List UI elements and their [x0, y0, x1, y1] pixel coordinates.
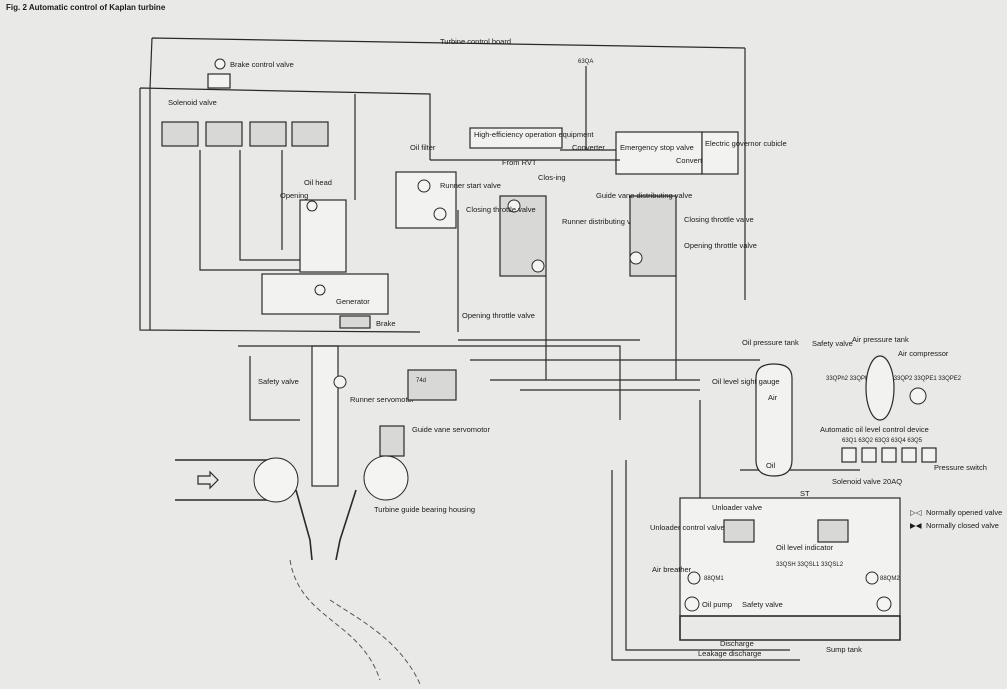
solenoid-valve-row: Solenoid valve [139, 87, 431, 333]
turbine-control-board: Turbine control board [149, 37, 746, 300]
legend-normally-closed: Normally closed valve [926, 521, 999, 530]
air-pressure-tank: Air pressure tank Air compressor [852, 335, 949, 421]
leakage-discharge-label: Leakage discharge [698, 649, 761, 658]
runner-distributing-label: Runner distributing valve [562, 217, 645, 226]
oil-level-sight-gauge-label: Oil level sight gauge [712, 377, 780, 386]
closing-throttle-right-label: Closing throttle valve [684, 215, 754, 224]
guide-vane-distributing-valve: Guide vane distributing valve Closing th… [596, 191, 757, 277]
emergency-stop-group: Emergency stop valve Converter Electric … [615, 131, 787, 175]
generator: Generator Brake [261, 273, 396, 329]
m1-label: 88QM1 [704, 576, 724, 582]
opening-throttle-right-label: Opening throttle valve [684, 241, 757, 250]
solenoid-valve-20aq-label: Solenoid valve 20AQ [832, 477, 902, 486]
code-74d-label: 74d [416, 378, 426, 384]
brake-label: Brake [376, 319, 396, 328]
air-breather-label: Air breather [652, 565, 692, 574]
legend-normally-closed-mark: ▶◀ [910, 521, 923, 530]
pipe-network [149, 88, 860, 661]
oil-level-codes-label: 33QSH 33QSL1 33QSL2 [776, 562, 844, 568]
runner-start-valve-label: Runner start valve [440, 181, 501, 190]
valve-legend: ▷◁ Normally opened valve ▶◀ Normally clo… [910, 508, 1002, 530]
st-label: ST [800, 489, 810, 498]
legend-normally-open-mark: ▷◁ [910, 508, 923, 517]
air-compressor-label: Air compressor [898, 349, 949, 358]
runner-distributing-valve: Closing throttle valve Runner distributi… [466, 195, 645, 277]
m2-label: 88QM2 [880, 576, 900, 582]
solenoid-valve-label: Solenoid valve [168, 98, 217, 107]
closing-label: Clos-ing [538, 173, 566, 182]
high-efficiency-equipment: High-efficiency operation equipment Conv… [440, 127, 605, 190]
generator-label: Generator [336, 297, 370, 306]
turbine-control-board-label: Turbine control board [440, 37, 511, 46]
runner-servomotor-label: Runner servomotor [350, 395, 415, 404]
oil-head: Oil head Opening [280, 178, 347, 273]
turbine-shaft: Safety valve Runner servomotor 74d Guide… [258, 345, 490, 487]
oil-filter: Oil filter [395, 143, 457, 229]
discharge-label: Discharge [720, 639, 754, 648]
air-pressure-tank-label: Air pressure tank [852, 335, 909, 344]
opening-label: Opening [280, 191, 308, 200]
pump-station: Unloader valve Unloader control valve Oi… [650, 497, 901, 658]
electric-governor-label: Electric governor cubicle [705, 139, 787, 148]
oil-label: Oil [766, 461, 776, 470]
oil-head-label: Oil head [304, 178, 332, 187]
opening-throttle-left-label: Opening throttle valve [462, 311, 535, 320]
legend-normally-open: Normally opened valve [926, 508, 1002, 517]
automatic-oil-level-label: Automatic oil level control device [820, 425, 929, 434]
code-63qa-label: 63QA [578, 59, 593, 65]
oil-pressure-tank-label: Oil pressure tank [742, 338, 799, 347]
sump-tank-label: Sump tank [826, 645, 862, 654]
figure-caption: Fig. 2 Automatic control of Kaplan turbi… [6, 3, 166, 12]
brake-control-valve-label: Brake control valve [230, 60, 294, 69]
turbine-body: Turbine guide bearing housing [175, 455, 475, 685]
oil-level-control: Automatic oil level control device 63Q1 … [800, 425, 987, 498]
oil-pump-label: Oil pump [702, 600, 732, 609]
from-rvt-label: From RVT [502, 158, 537, 167]
oil-filter-label: Oil filter [410, 143, 436, 152]
air-label: Air [768, 393, 778, 402]
emergency-stop-label: Emergency stop valve [620, 143, 694, 152]
pressure-switch-label: Pressure switch [934, 463, 987, 472]
oil-level-indicator-label: Oil level indicator [776, 543, 834, 552]
converter2-label: Converter [676, 156, 709, 165]
safety-valve-bottom-label: Safety valve [742, 600, 783, 609]
code-63qa: 63QA [578, 59, 593, 150]
turbine-guide-bearing-label: Turbine guide bearing housing [374, 505, 475, 514]
unloader-valve-label: Unloader valve [712, 503, 762, 512]
switch-codes-label: 63Q1 63Q2 63Q3 63Q4 63Q5 [842, 438, 923, 444]
high-efficiency-label: High-efficiency operation equipment [474, 130, 594, 139]
converter-label: Converter [572, 143, 605, 152]
guide-vane-distributing-label: Guide vane distributing valve [596, 191, 692, 200]
brake-control-valve: Brake control valve [207, 58, 294, 89]
unloader-control-valve-label: Unloader control valve [650, 523, 725, 532]
safety-valve-top-label: Safety valve [812, 339, 853, 348]
safety-valve-left-label: Safety valve [258, 377, 299, 386]
guide-vane-servomotor-label: Guide vane servomotor [412, 425, 490, 434]
closing-throttle-left-label: Closing throttle valve [466, 205, 536, 214]
